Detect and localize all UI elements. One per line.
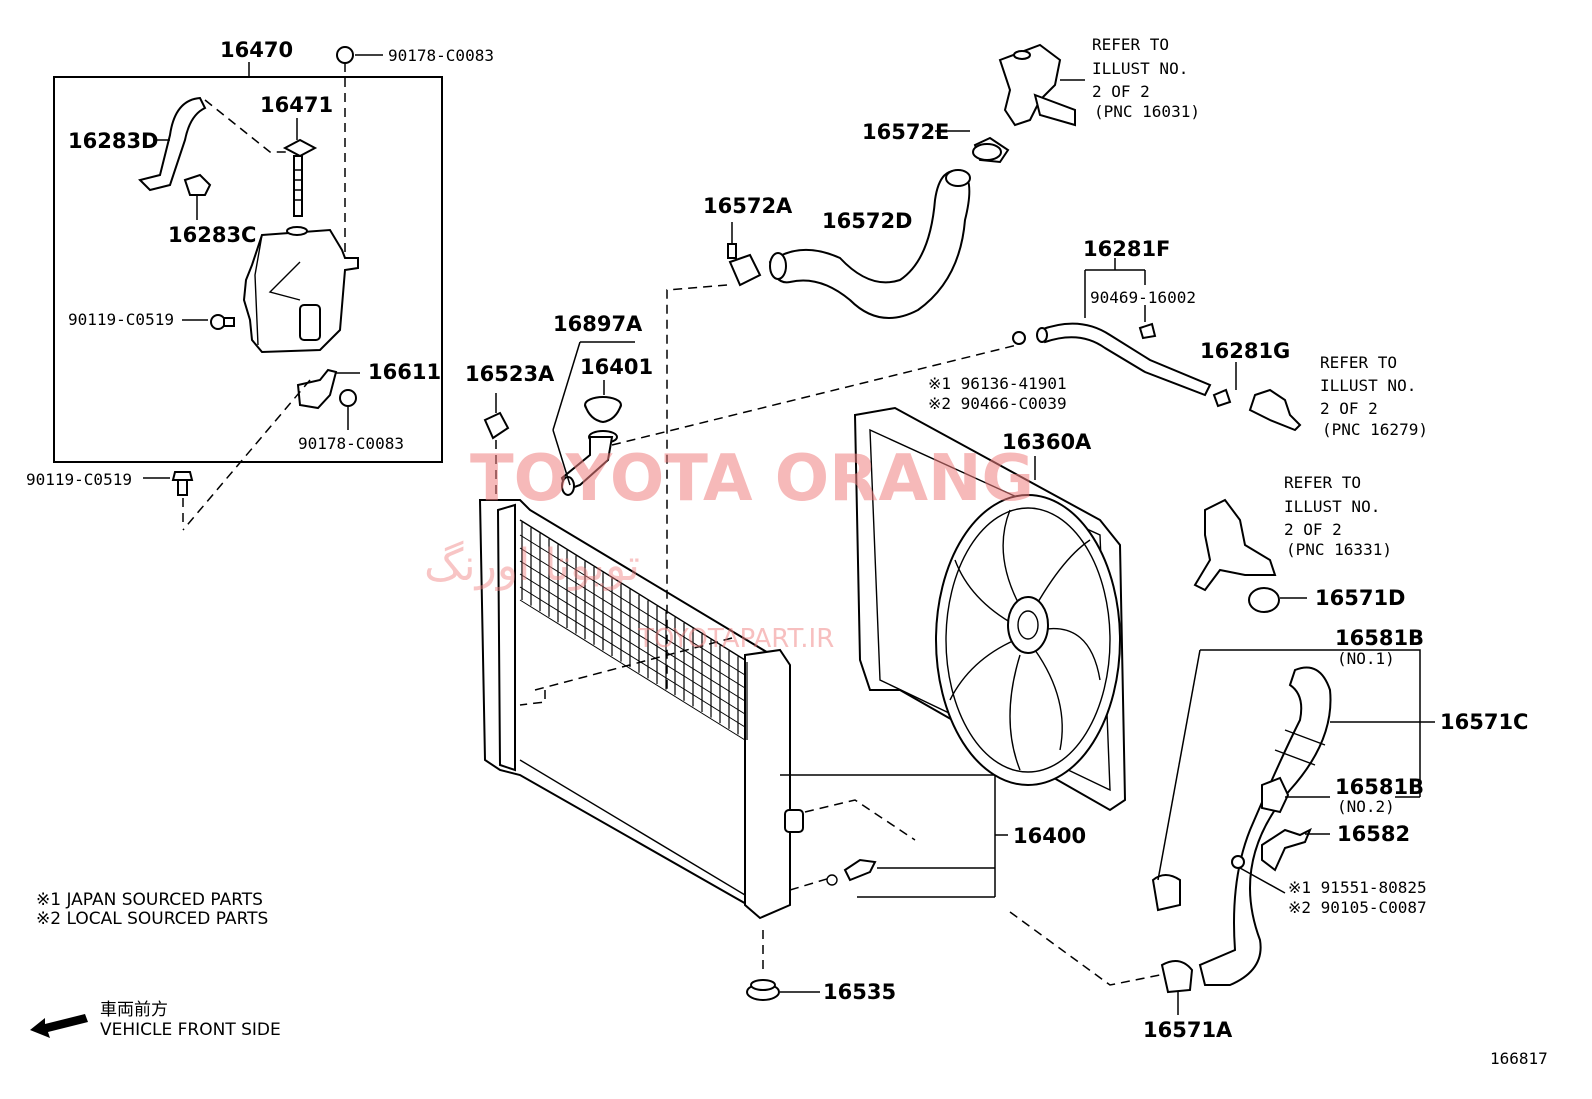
legend-front-jp: 車両前方 — [100, 1000, 168, 1020]
refer-top-line-4: (PNC 16031) — [1094, 102, 1200, 121]
hose-16571C — [1198, 666, 1332, 986]
legend: ※1 JAPAN SOURCED PARTS ※2 LOCAL SOURCED … — [36, 890, 281, 1040]
label-16572D: 16572D — [822, 209, 913, 233]
cushion-16523A — [483, 393, 510, 500]
refer-top-line-3: 2 OF 2 — [1092, 82, 1150, 101]
label-96136: ※1 96136-41901 — [928, 374, 1067, 393]
label-16571D: 16571D — [1315, 586, 1406, 610]
label-16283C: 16283C — [168, 223, 256, 247]
refer-note-right: REFER TO ILLUST NO. 2 OF 2 (PNC 16279) — [1320, 353, 1428, 439]
hose-16283D — [138, 96, 207, 192]
label-16360A: 16360A — [1002, 430, 1092, 454]
label-16281G: 16281G — [1200, 339, 1290, 363]
radiator-cap-inlet — [552, 341, 1018, 496]
label-90119-outer: 90119-C0519 — [26, 470, 132, 489]
refer-right-line-3: 2 OF 2 — [1320, 399, 1378, 418]
radiator-fins — [519, 522, 748, 741]
refer-top-line-2: ILLUST NO. — [1092, 59, 1188, 78]
label-16281F: 16281F — [1083, 237, 1170, 261]
label-16571A: 16571A — [1143, 1018, 1233, 1042]
label-16581B-no1: 16581B — [1335, 626, 1424, 650]
label-16400: 16400 — [1013, 824, 1086, 848]
thermostat-housing — [935, 43, 1085, 164]
label-16470: 16470 — [220, 38, 293, 62]
refer-note-top: REFER TO ILLUST NO. 2 OF 2 (PNC 16031) — [1092, 35, 1200, 121]
fan-shroud — [853, 406, 1127, 812]
legend-front-en: VEHICLE FRONT SIDE — [100, 1020, 281, 1040]
legend-note-1: ※1 JAPAN SOURCED PARTS — [36, 890, 263, 910]
refer-top-line-1: REFER TO — [1092, 35, 1169, 54]
label-90119-inner: 90119-C0519 — [68, 310, 174, 329]
label-16572E: 16572E — [862, 120, 949, 144]
label-16535: 16535 — [823, 980, 896, 1004]
diagram-id: 166817 — [1490, 1049, 1548, 1068]
bypass-hose — [1012, 258, 1302, 432]
part-labels: 16470 90178-C0083 16471 16283D 16283C 90… — [26, 38, 1548, 1068]
reservoir-tank — [242, 228, 359, 354]
reservoir-group — [53, 46, 443, 531]
label-16283D: 16283D — [68, 129, 159, 153]
watermark-main: TOYOTA ORANG — [470, 442, 1034, 516]
label-16581B-no1-note: (NO.1) — [1337, 649, 1395, 668]
refer-right-line-4: (PNC 16279) — [1322, 420, 1428, 439]
bolt-90119-outer — [143, 471, 194, 528]
label-16471: 16471 — [260, 93, 333, 117]
label-16572A: 16572A — [703, 194, 793, 218]
refer-right-line-1: REFER TO — [1320, 353, 1397, 372]
watermark: TOYOTA ORANG تویوتا اورنگ TOYOTAPART.IR — [424, 442, 1034, 654]
label-16581B-no2-note: (NO.2) — [1337, 797, 1395, 816]
refer-mid-line-1: REFER TO — [1284, 473, 1361, 492]
label-16582: 16582 — [1337, 822, 1410, 846]
watermark-site: TOYOTAPART.IR — [637, 624, 834, 654]
cushion-16535 — [746, 930, 820, 1001]
bracket-16611 — [296, 368, 338, 410]
label-90466: ※2 90466-C0039 — [928, 394, 1067, 413]
refer-mid-line-2: ILLUST NO. — [1284, 497, 1380, 516]
label-90178-lower: 90178-C0083 — [298, 434, 404, 453]
reservoir-cap — [282, 138, 318, 158]
refer-mid-line-4: (PNC 16331) — [1286, 540, 1392, 559]
refer-right-line-2: ILLUST NO. — [1320, 376, 1416, 395]
label-91551: ※1 91551-80825 — [1288, 878, 1427, 897]
lower-hose — [1009, 649, 1435, 1015]
label-16611: 16611 — [368, 360, 441, 384]
label-16581B-no2: 16581B — [1335, 775, 1424, 799]
label-16897A: 16897A — [553, 312, 643, 336]
hose-16572D — [768, 169, 971, 319]
label-90105: ※2 90105-C0087 — [1288, 898, 1427, 917]
radiator — [478, 499, 1008, 920]
reservoir-box — [53, 76, 443, 463]
water-inlet-housing — [1193, 498, 1307, 613]
label-16401: 16401 — [580, 355, 653, 379]
legend-note-2: ※2 LOCAL SOURCED PARTS — [36, 909, 268, 929]
label-90178-top: 90178-C0083 — [388, 46, 494, 65]
upper-hose — [666, 169, 971, 690]
vehicle-front-arrow — [30, 1014, 88, 1038]
refer-mid-line-3: 2 OF 2 — [1284, 520, 1342, 539]
label-16571C: 16571C — [1440, 710, 1528, 734]
label-16523A: 16523A — [465, 362, 555, 386]
label-90469: 90469-16002 — [1090, 288, 1196, 307]
refer-note-mid: REFER TO ILLUST NO. 2 OF 2 (PNC 16331) — [1284, 473, 1392, 559]
clip-16283C — [183, 173, 212, 196]
watermark-arabic: تویوتا اورنگ — [424, 540, 640, 591]
